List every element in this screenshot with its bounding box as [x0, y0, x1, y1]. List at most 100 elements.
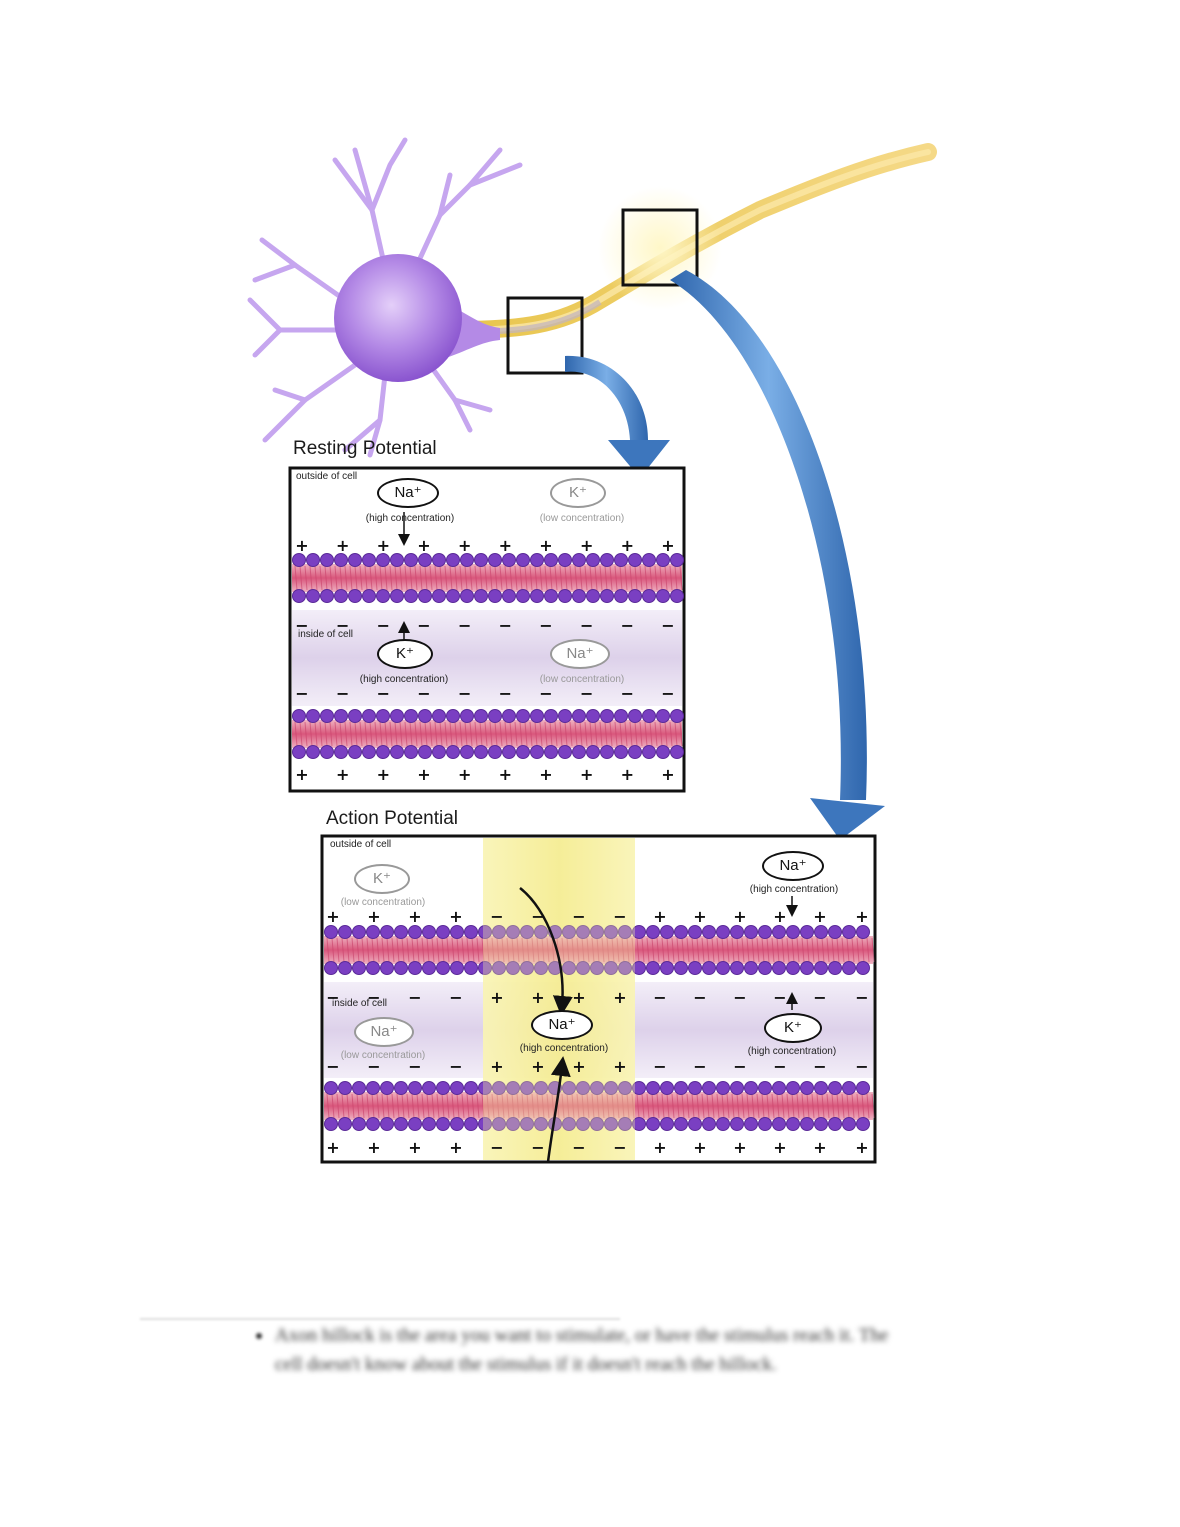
- svg-text:+: +: [490, 1057, 503, 1076]
- svg-text:−: −: [621, 684, 634, 703]
- svg-text:+: +: [661, 765, 674, 784]
- svg-text:−: −: [408, 988, 421, 1007]
- svg-text:+: +: [417, 536, 430, 555]
- svg-text:+: +: [621, 765, 634, 784]
- resting-na-outside-ion: Na⁺: [377, 478, 439, 508]
- svg-text:+: +: [613, 988, 626, 1007]
- svg-text:−: −: [490, 907, 503, 926]
- arrow-to-action: [670, 270, 885, 840]
- svg-text:+: +: [531, 1057, 544, 1076]
- svg-text:−: −: [653, 1057, 666, 1076]
- dendrites: [247, 137, 523, 458]
- resting-inside-label: inside of cell: [298, 629, 354, 640]
- note-line-2: cell doesn't know about the stimulus if …: [275, 1354, 777, 1375]
- resting-na-inside-note: (low concentration): [539, 674, 625, 685]
- svg-text:−: −: [458, 616, 471, 635]
- resting-na-outside-note: (high concentration): [365, 513, 455, 524]
- svg-text:−: −: [531, 1138, 544, 1157]
- svg-text:−: −: [733, 1057, 746, 1076]
- svg-text:+: +: [613, 1057, 626, 1076]
- svg-text:+: +: [813, 907, 826, 926]
- svg-text:+: +: [408, 907, 421, 926]
- svg-text:−: −: [613, 907, 626, 926]
- svg-text:+: +: [490, 988, 503, 1007]
- svg-text:+: +: [377, 765, 390, 784]
- resting-k-inside-ion: K⁺: [377, 639, 433, 669]
- action-k-outside-note: (low concentration): [340, 897, 426, 908]
- svg-text:−: −: [377, 684, 390, 703]
- action-outside-label: outside of cell: [330, 839, 392, 850]
- action-inside-label: inside of cell: [332, 998, 388, 1009]
- svg-text:−: −: [539, 684, 552, 703]
- svg-text:+: +: [295, 536, 308, 555]
- svg-text:+: +: [773, 907, 786, 926]
- svg-text:−: −: [367, 1057, 380, 1076]
- svg-text:−: −: [855, 1057, 868, 1076]
- svg-text:−: −: [733, 988, 746, 1007]
- svg-text:−: −: [572, 1138, 585, 1157]
- svg-text:−: −: [499, 616, 512, 635]
- arrow-to-resting: [565, 355, 670, 478]
- action-na-outside-note: (high concentration): [749, 884, 839, 895]
- svg-text:+: +: [773, 1138, 786, 1157]
- svg-text:−: −: [653, 988, 666, 1007]
- action-na-inside-high-note: (high concentration): [519, 1043, 609, 1054]
- resting-na-inside-ion: Na⁺: [550, 639, 610, 669]
- svg-text:−: −: [621, 616, 634, 635]
- svg-text:−: −: [580, 684, 593, 703]
- svg-text:+: +: [531, 988, 544, 1007]
- charge-signs: ++++−−−−++++++−−−−++++−−−−−−−−−−++++−−−−…: [326, 907, 868, 1157]
- svg-text:−: −: [326, 988, 339, 1007]
- svg-text:+: +: [572, 1057, 585, 1076]
- svg-text:+: +: [417, 765, 430, 784]
- resting-potential-title: Resting Potential: [293, 438, 437, 459]
- resting-k-outside-note: (low concentration): [539, 513, 625, 524]
- svg-text:+: +: [855, 1138, 868, 1157]
- svg-text:+: +: [295, 765, 308, 784]
- svg-text:−: −: [572, 907, 585, 926]
- svg-text:+: +: [661, 536, 674, 555]
- bullet-dot: [256, 1333, 262, 1339]
- svg-text:+: +: [733, 907, 746, 926]
- svg-text:−: −: [336, 684, 349, 703]
- svg-text:−: −: [813, 1057, 826, 1076]
- action-potential-panel: ++++−−−−++++++−−−−++++−−−−−−−−−−++++−−−−…: [320, 834, 877, 1164]
- svg-text:+: +: [539, 765, 552, 784]
- svg-text:−: −: [458, 684, 471, 703]
- svg-text:−: −: [417, 616, 430, 635]
- membrane-lower: [324, 1081, 875, 1131]
- svg-text:−: −: [813, 988, 826, 1007]
- action-k-inside-note: (high concentration): [747, 1046, 837, 1057]
- na-influx-arrow-bottom: [546, 1056, 571, 1163]
- svg-text:+: +: [855, 907, 868, 926]
- svg-text:−: −: [377, 616, 390, 635]
- na-influx-arrow-top: [519, 887, 573, 1016]
- axon-focus-box: [621, 208, 699, 287]
- svg-text:+: +: [458, 536, 471, 555]
- svg-text:−: −: [326, 1057, 339, 1076]
- svg-text:−: −: [449, 988, 462, 1007]
- svg-text:+: +: [326, 907, 339, 926]
- cell-body: [334, 254, 462, 382]
- action-na-inside-low-note: (low concentration): [340, 1050, 426, 1061]
- svg-text:+: +: [580, 536, 593, 555]
- svg-text:+: +: [336, 765, 349, 784]
- svg-text:−: −: [539, 616, 552, 635]
- svg-text:+: +: [539, 536, 552, 555]
- note-line-1: Axon hillock is the area you want to sti…: [275, 1325, 889, 1346]
- svg-text:−: −: [367, 988, 380, 1007]
- svg-text:−: −: [499, 684, 512, 703]
- svg-text:−: −: [773, 1057, 786, 1076]
- svg-text:−: −: [336, 616, 349, 635]
- svg-text:−: −: [295, 684, 308, 703]
- svg-text:+: +: [336, 536, 349, 555]
- svg-text:−: −: [855, 988, 868, 1007]
- svg-text:−: −: [693, 1057, 706, 1076]
- svg-text:+: +: [733, 1138, 746, 1157]
- svg-text:+: +: [367, 1138, 380, 1157]
- membrane-upper: [324, 925, 875, 975]
- svg-text:+: +: [580, 765, 593, 784]
- resting-potential-panel: ++++++++++−−−−−−−−−−−−−−−−−−−−++++++++++: [288, 466, 686, 793]
- svg-text:−: −: [661, 616, 674, 635]
